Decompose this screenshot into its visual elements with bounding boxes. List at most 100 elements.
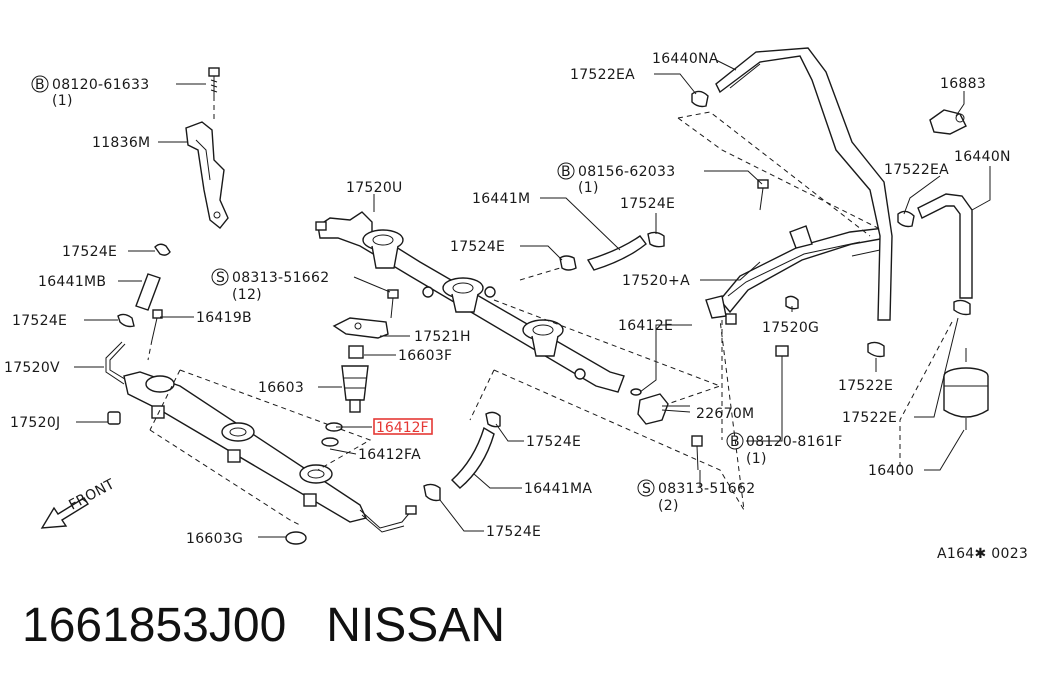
bolt-marker-letter-c: B xyxy=(561,164,571,180)
label-17521H: 17521H xyxy=(414,329,471,345)
injector-16603 xyxy=(321,345,369,447)
label-08120-8161F: 08120-8161F xyxy=(746,434,843,450)
label-11836M: 11836M xyxy=(92,135,150,151)
bolt-16419B xyxy=(147,309,163,361)
screw-08313-51662-b xyxy=(691,435,703,471)
label-17522E-b: 17522E xyxy=(842,410,897,426)
seal-16603G xyxy=(285,531,307,545)
bolt-marker-letter-b: B xyxy=(730,434,740,450)
clip-17522EA-b xyxy=(897,210,915,228)
clip-17524E-f xyxy=(423,483,441,502)
clip-17522E-b xyxy=(953,299,971,316)
dashed-group-lower xyxy=(149,369,372,526)
label-17520V: 17520V xyxy=(4,360,60,376)
bolt-08156-62033 xyxy=(757,179,769,211)
caption: 1661853J00 NISSAN xyxy=(22,598,505,653)
label-17522E-a: 17522E xyxy=(838,378,893,394)
label-08120-61633-qty: (1) xyxy=(52,93,73,109)
label-16883: 16883 xyxy=(940,76,986,92)
label-16412E: 16412E xyxy=(618,318,673,334)
screw-marker-icon xyxy=(211,268,229,286)
label-16440N: 16440N xyxy=(954,149,1011,165)
clip-17522EA-a xyxy=(691,90,709,108)
label-16400: 16400 xyxy=(868,463,914,479)
label-08120-61633: 08120-61633 xyxy=(52,77,149,93)
label-17524E-a: 17524E xyxy=(62,244,117,260)
diagram-code: A164✱ 0023 xyxy=(937,546,1028,562)
regulator-22670M xyxy=(630,388,690,425)
front-arrow-icon: FRONT xyxy=(40,476,118,529)
label-16441MB: 16441MB xyxy=(38,274,106,290)
highlight-box xyxy=(373,418,433,435)
label-17524E-g: 17524E xyxy=(620,196,675,212)
label-16603: 16603 xyxy=(258,380,304,396)
bolt-marker-icon xyxy=(31,75,49,93)
clip-17524E-b xyxy=(117,313,135,328)
bracket-11836M xyxy=(185,121,229,229)
label-08120-8161F-qty: (1) xyxy=(746,451,767,467)
label-17520G: 17520G xyxy=(762,320,819,336)
label-16419B: 16419B xyxy=(196,310,252,326)
screw-08313-51662-a xyxy=(387,289,399,319)
dashed-group-right xyxy=(677,111,883,440)
label-16603G: 16603G xyxy=(186,531,243,547)
label-17524E-d: 17524E xyxy=(526,434,581,450)
label-17522EA-b: 17522EA xyxy=(884,162,949,178)
label-22670M: 22670M xyxy=(696,406,754,422)
label-17520A: 17520+A xyxy=(622,273,690,289)
labels: B 08120-61633 (1) 11836M 17524E 16441MB … xyxy=(4,51,1028,562)
hose-16440NA xyxy=(715,47,893,321)
clip-17524E-g xyxy=(647,231,665,248)
label-16440NA: 16440NA xyxy=(652,51,719,67)
front-label: FRONT xyxy=(66,476,117,513)
bolt-08120-8161F xyxy=(775,345,789,430)
caption-brand: NISSAN xyxy=(326,599,505,652)
label-16441MA: 16441MA xyxy=(524,481,592,497)
screw-marker-letter-b: S xyxy=(642,481,651,497)
bracket-17521H xyxy=(332,317,389,339)
connector-16883 xyxy=(929,109,967,135)
clip-17522E-a xyxy=(867,341,885,358)
label-17524E-b: 17524E xyxy=(12,313,67,329)
label-16412FA: 16412FA xyxy=(358,447,421,463)
fuel-rail-lower xyxy=(123,371,417,533)
clip-17524E-c xyxy=(559,255,577,271)
hose-16441MB xyxy=(135,273,161,311)
label-16603F: 16603F xyxy=(398,348,452,364)
label-08313-51662-a: 08313-51662 xyxy=(232,270,329,286)
clip-17524E-a xyxy=(154,243,171,256)
label-08313-51662-b-qty: (2) xyxy=(658,498,679,514)
screw-marker-letter: S xyxy=(216,270,225,286)
caption-part-number: 1661853J00 xyxy=(22,599,287,652)
hose-16440N xyxy=(917,193,973,299)
cap-17520J xyxy=(107,411,121,425)
label-17524E-f: 17524E xyxy=(486,524,541,540)
label-16441M: 16441M xyxy=(472,191,530,207)
dashed-group-filter xyxy=(899,321,953,470)
leader-lines xyxy=(74,59,991,538)
bolt-marker-letter: B xyxy=(35,77,45,93)
label-17524E-c: 17524E xyxy=(450,239,505,255)
label-17520U: 17520U xyxy=(346,180,403,196)
label-17520J: 17520J xyxy=(10,415,60,431)
bolt-marker-icon-b xyxy=(726,432,744,450)
tube-17520V xyxy=(105,341,129,385)
clip-17520G xyxy=(785,295,799,310)
label-08313-51662-b: 08313-51662 xyxy=(658,481,755,497)
fuel-filter-16400 xyxy=(943,348,989,430)
hose-16441M xyxy=(586,235,647,271)
label-08156-62033-qty: (1) xyxy=(578,180,599,196)
clip-17524E-e xyxy=(485,411,501,428)
label-16412F: 16412F xyxy=(376,420,429,436)
dashed-group-upper xyxy=(493,267,722,411)
fuel-rail-upper xyxy=(315,211,625,393)
bolt-08120-61633 xyxy=(208,67,220,120)
tube-assembly-17520A xyxy=(705,225,887,325)
bolt-marker-icon-c xyxy=(557,162,575,180)
label-17522EA-a: 17522EA xyxy=(570,67,635,83)
label-08156-62033: 08156-62033 xyxy=(578,164,675,180)
screw-marker-icon-b xyxy=(637,479,655,497)
dashed-group-middle xyxy=(469,319,745,511)
